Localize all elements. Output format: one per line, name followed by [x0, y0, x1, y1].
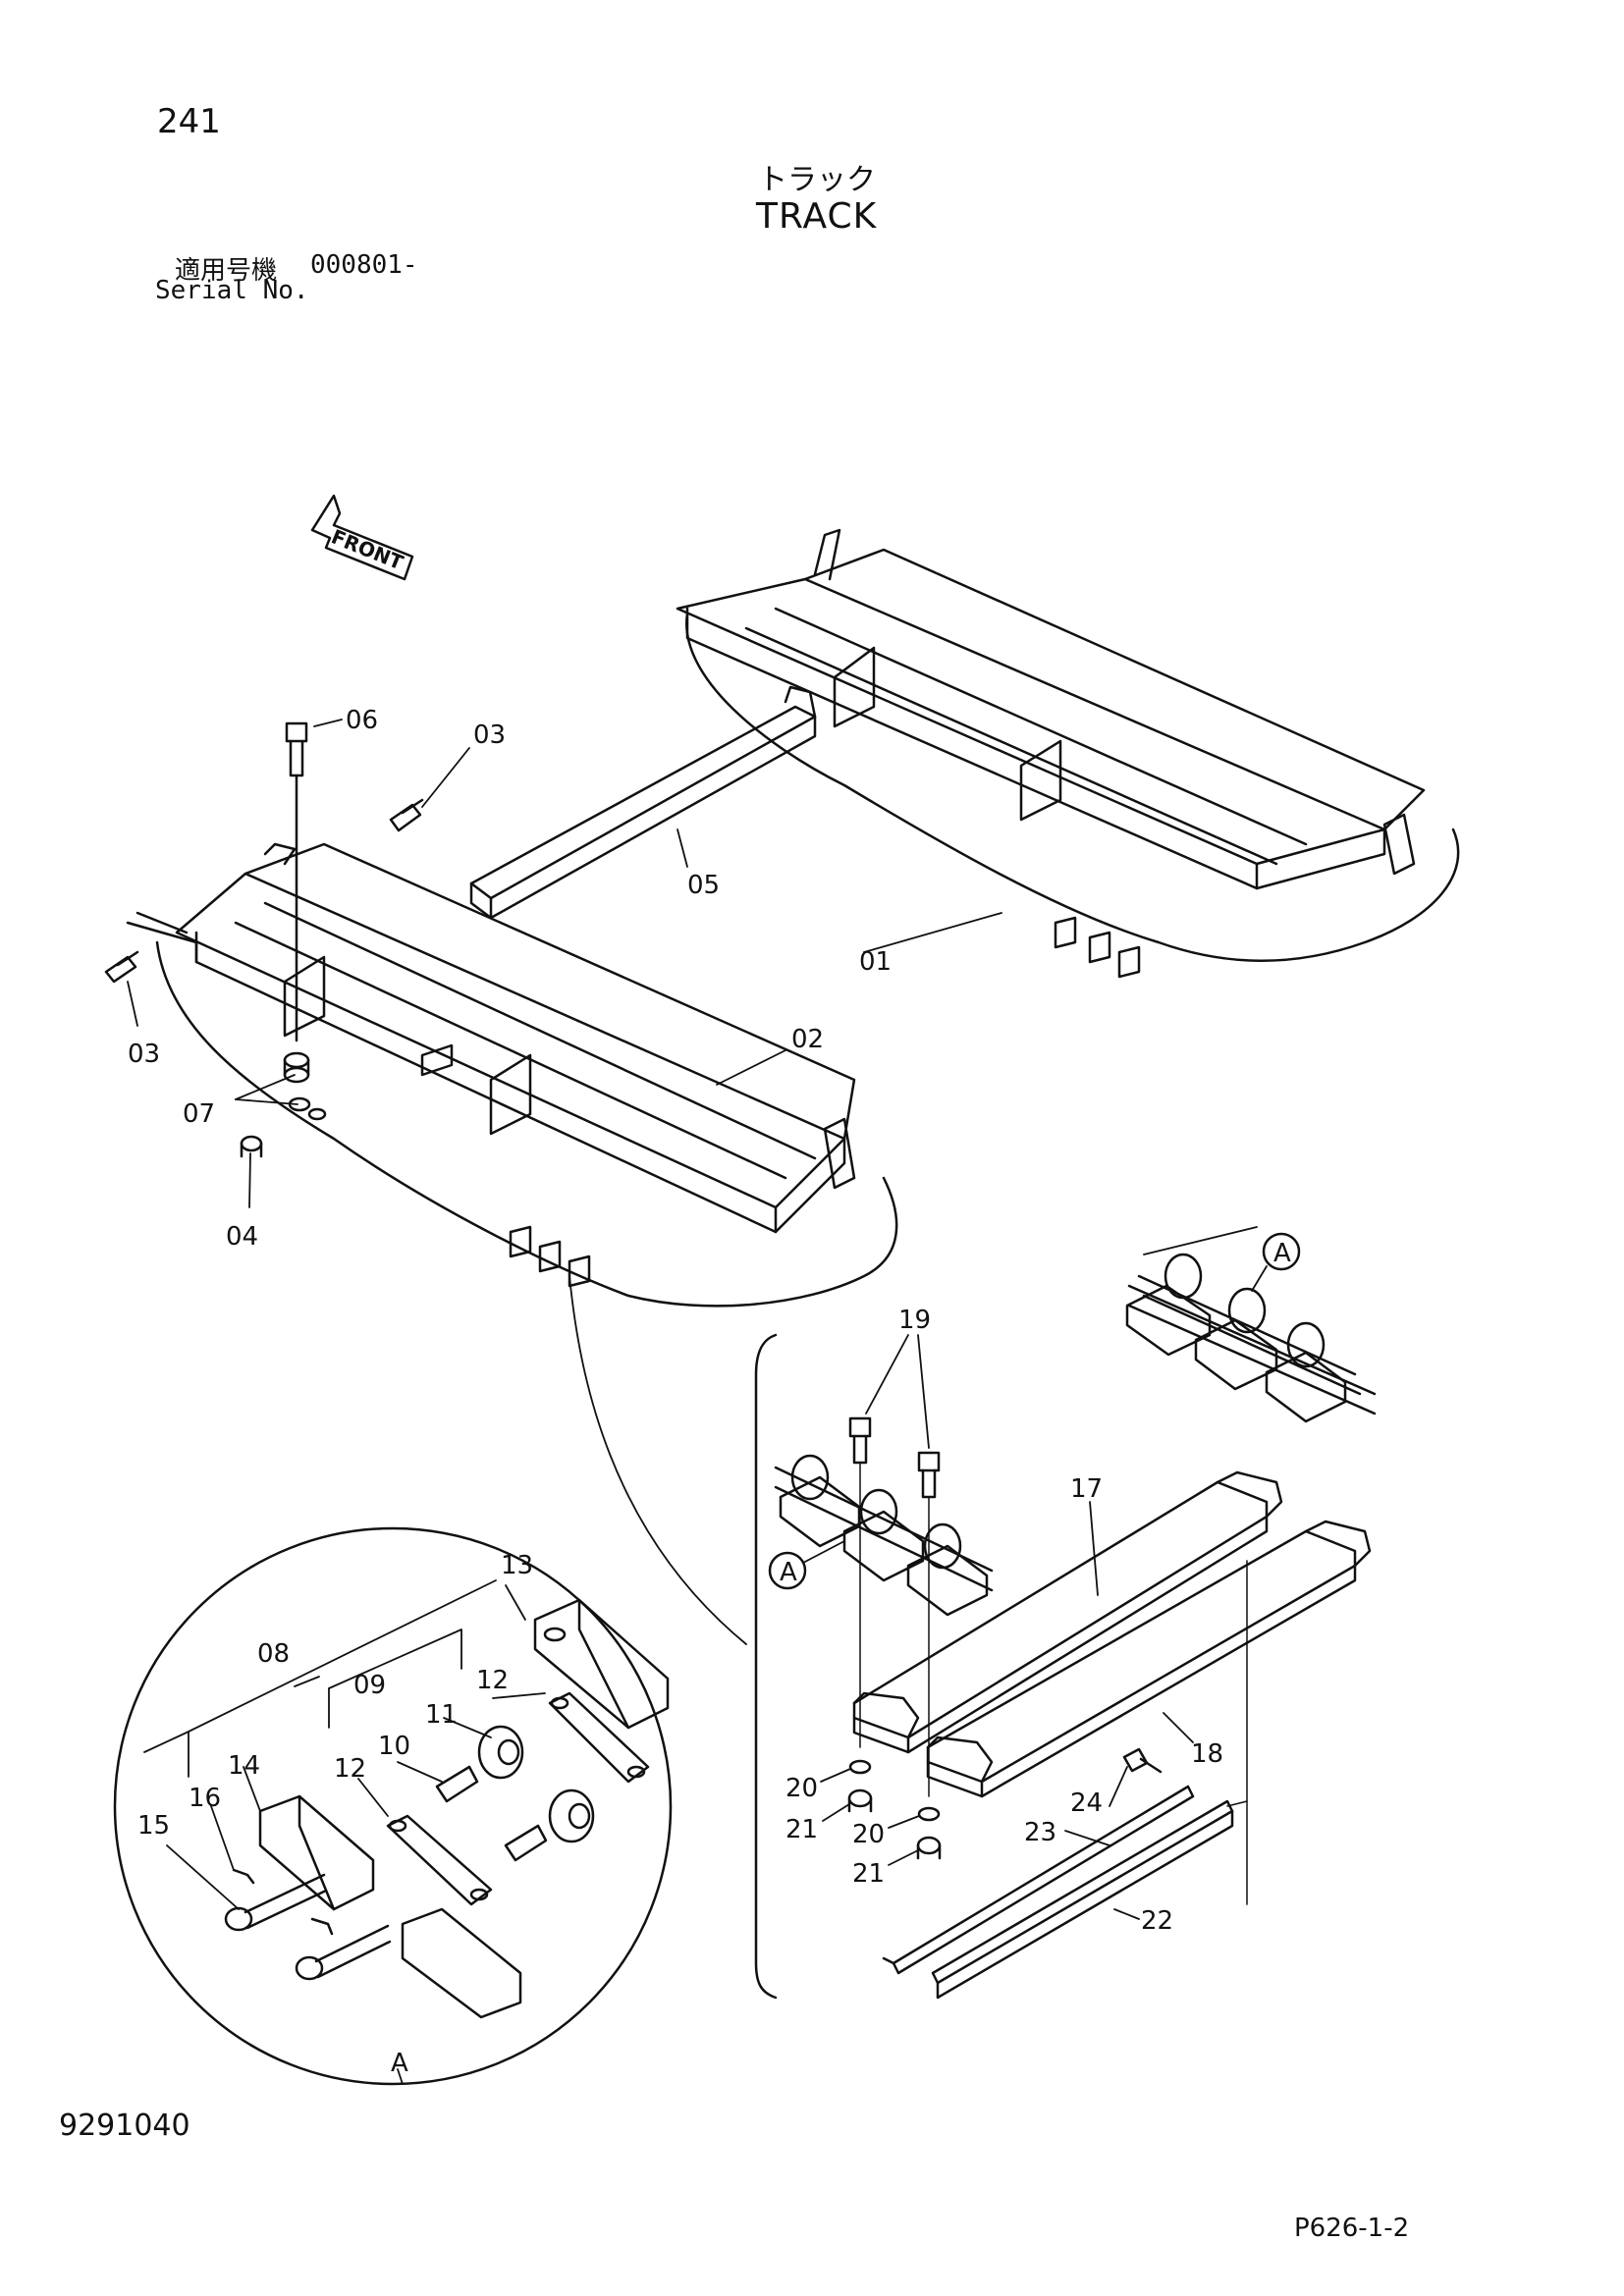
callout-09: 09 [353, 1671, 386, 1700]
track-beams [852, 1470, 1372, 1905]
detail-bracket [754, 1333, 778, 2000]
drawing-number: 9291040 [59, 2109, 190, 2143]
page-title: TRACK [756, 196, 878, 237]
callout-03-top: 03 [473, 721, 506, 750]
callout-06: 06 [346, 706, 378, 735]
callout-21-a: 21 [785, 1815, 818, 1844]
callout-21-b: 21 [852, 1859, 885, 1889]
bolt-24 [1122, 1747, 1163, 1774]
callout-23: 23 [1024, 1818, 1056, 1847]
roller-assembly-a: A [768, 1454, 994, 1617]
callout-labels: 06 03 05 01 02 03 07 04 19 17 18 20 21 2… [128, 706, 1223, 2078]
callout-02: 02 [791, 1025, 824, 1054]
callout-15: 15 [137, 1811, 170, 1841]
page-number: 241 [157, 102, 221, 141]
callout-14: 13 [501, 1551, 533, 1580]
callout-10: 10 [378, 1732, 410, 1761]
spacers-07 [283, 1051, 327, 1121]
callout-05: 05 [687, 871, 720, 900]
callout-a-top: A [1273, 1239, 1291, 1268]
cross-member [469, 685, 817, 920]
callout-19: 19 [898, 1306, 931, 1335]
callout-04: 04 [226, 1222, 258, 1252]
callout-08: 08 [257, 1639, 290, 1669]
callout-a-left: A [780, 1558, 797, 1587]
callout-12-top: 12 [476, 1666, 509, 1695]
leader-lines [127, 719, 1258, 1645]
leader-lines-detail [820, 1501, 1194, 1920]
bolt-06 [285, 721, 308, 1042]
serial-value: 000801- [310, 250, 418, 280]
callout-20-b: 20 [852, 1820, 885, 1849]
page-title-jp: トラック [758, 163, 876, 197]
serial-label: Serial No. [155, 276, 309, 305]
serial-label-jp: 適用号機 [175, 256, 278, 286]
page-code: P626-1-2 [1294, 2214, 1410, 2243]
callout-24: 24 [1070, 1789, 1103, 1818]
guide-rails [882, 1785, 1248, 2000]
grease-fitting-03-left [104, 950, 139, 984]
callout-a-bottom: A [391, 2049, 408, 2078]
callout-11: 11 [425, 1700, 458, 1730]
detail-a-circle [113, 1526, 673, 2086]
callout-13: 14 [228, 1751, 260, 1781]
callout-22: 22 [1141, 1906, 1173, 1936]
side-frame-right [676, 528, 1460, 979]
front-arrow-icon: FRONT [310, 494, 414, 581]
callout-03-left: 03 [128, 1040, 160, 1069]
roller-assembly-a-top: A [1125, 1232, 1377, 1423]
callout-07: 07 [183, 1099, 215, 1129]
front-label: FRONT [328, 524, 406, 574]
callout-20-a: 20 [785, 1774, 818, 1803]
nut-04 [240, 1135, 263, 1158]
callout-17: 17 [1070, 1474, 1103, 1504]
callout-16: 16 [189, 1784, 221, 1813]
callout-12-bottom: 12 [334, 1754, 366, 1784]
grease-fitting-03-right [389, 798, 424, 832]
callout-18: 18 [1191, 1739, 1223, 1769]
callout-01: 01 [859, 947, 892, 977]
